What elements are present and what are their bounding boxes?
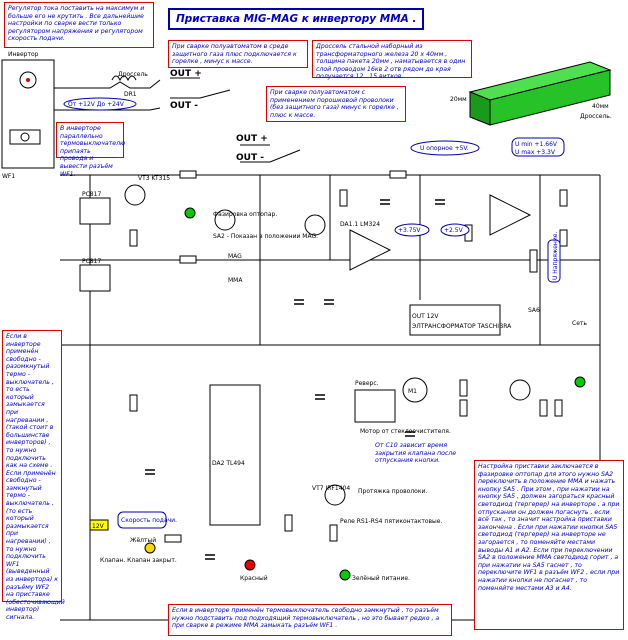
dim-20-label: 20мм	[450, 96, 467, 103]
note-choke: Дроссель стальной наборный из трансформа…	[312, 40, 472, 80]
transistor-vt2	[304, 214, 326, 236]
v25-text: +2.5V	[444, 227, 464, 234]
note-top-left: Регулятор тока поставить на максимум и б…	[4, 2, 154, 48]
note-right-setup: Настройка приставки заключается в фазиро…	[474, 460, 624, 630]
choke-label: Дроссель	[118, 71, 148, 78]
note-flux-wire: При сварке полуавтоматом с применением п…	[266, 86, 406, 122]
pc817-q1-label: PC817	[82, 258, 101, 265]
dim-40-label: 40мм	[592, 103, 609, 110]
u-minmax-callout	[511, 137, 565, 157]
speed-text: Скорость подачи.	[121, 517, 177, 524]
led-red	[244, 559, 256, 571]
relay-label: Реле RS1-RS4 пятиконтактовые.	[340, 518, 442, 525]
u-set-text: U Напряжение.	[552, 232, 559, 280]
choke-drawing	[468, 61, 612, 126]
out12v-label: OUT 12V	[412, 313, 439, 320]
motor-label: Мотор от стеклоочистителя.	[360, 428, 451, 435]
vt7-label: VT7 IRF1404	[312, 485, 350, 492]
page-title: Приставка MIG-MAG к инвертору ММА .	[168, 8, 425, 30]
range-callout	[63, 97, 137, 111]
led-green	[339, 569, 351, 581]
led-vd10	[184, 207, 196, 219]
u-max-text: U max +3.3V	[515, 149, 556, 156]
speed-callout	[117, 511, 167, 529]
out-plus-label-2: OUT +	[236, 134, 268, 144]
optocoupler-q2	[79, 197, 111, 225]
led-green-label: Зелёный питание.	[352, 575, 410, 582]
tl494-label: DA2 TL494	[212, 460, 245, 467]
note-c10: От C10 зависит время закрытия клапана по…	[375, 442, 457, 465]
svg-text:M1: M1	[408, 388, 417, 395]
u-set-callout	[547, 239, 561, 283]
u-min-text: U min +1.66V	[515, 141, 558, 148]
dr1-label: DR1	[124, 91, 137, 98]
u-ref-callout	[410, 140, 480, 156]
motor-symbol	[402, 377, 428, 403]
vt3-label: VT3 KT315	[138, 175, 170, 182]
transistor-vt3	[124, 184, 146, 206]
transformer-label: ЭЛТРАНСФОРМАТОР TASCHIBRA	[412, 323, 512, 330]
led-red-label: Красный	[240, 575, 268, 582]
note-bottom: Если в инверторе применён термовыключате…	[168, 604, 452, 636]
opamp-da1-2	[489, 194, 532, 236]
protyazhka-label: Протяжка проволоки.	[358, 488, 427, 495]
tl494-chip	[209, 384, 261, 526]
v375-text: +3.75V	[398, 227, 421, 234]
note-left-thermo: Если в инверторе применён свободно - раз…	[2, 330, 65, 621]
opamp-da1-1	[349, 229, 392, 271]
valve-label: Клапан. Клапан закрыт.	[100, 557, 177, 564]
lm324-label: DA1.1 LM324	[340, 221, 380, 228]
v25-callout	[440, 223, 470, 237]
fazirovka-label: Фазировка оптопар.	[213, 211, 277, 218]
led-vd11	[574, 376, 586, 388]
pc817-q2-label: PC817	[82, 191, 101, 198]
mains-label: Сеть	[572, 320, 587, 327]
out-plus-label: OUT +	[170, 69, 202, 79]
mag-label: MAG	[228, 253, 242, 260]
sa2-note-label: SA2 - Показан в положении MAG.	[213, 233, 318, 240]
sa6-label: SA6	[528, 307, 540, 314]
relay-block	[354, 389, 396, 423]
v12-label: 12V	[92, 523, 105, 530]
transformer-box	[409, 304, 501, 336]
transistor-vt4	[509, 379, 531, 401]
v375-callout	[394, 223, 430, 237]
inverter-label: Инвертор	[8, 51, 39, 58]
dim-choke-label: Дроссель.	[580, 113, 612, 120]
u-ref-text: U опорное +5V.	[420, 145, 469, 152]
mma-label: MMA	[228, 277, 243, 284]
reverse-label: Реверс.	[355, 380, 379, 387]
led-yellow	[144, 542, 156, 554]
range-text: От +12V До +24V	[68, 101, 125, 108]
out-minus-label: OUT -	[170, 101, 198, 111]
transistor-vt1	[214, 209, 236, 231]
optocoupler-q1	[79, 264, 111, 292]
transistor-vt7	[324, 484, 346, 506]
note-thermo-parallel: В инверторе параллельно термовыключателю…	[56, 122, 125, 178]
inverter-box	[1, 59, 55, 169]
out-minus-label-2: OUT -	[236, 153, 264, 163]
note-shield-gas: При сварке полуавтоматом в среде защитно…	[168, 40, 308, 68]
wf1-label: WF1	[2, 173, 15, 180]
led-yellow-label: Жёлтый	[130, 537, 156, 544]
